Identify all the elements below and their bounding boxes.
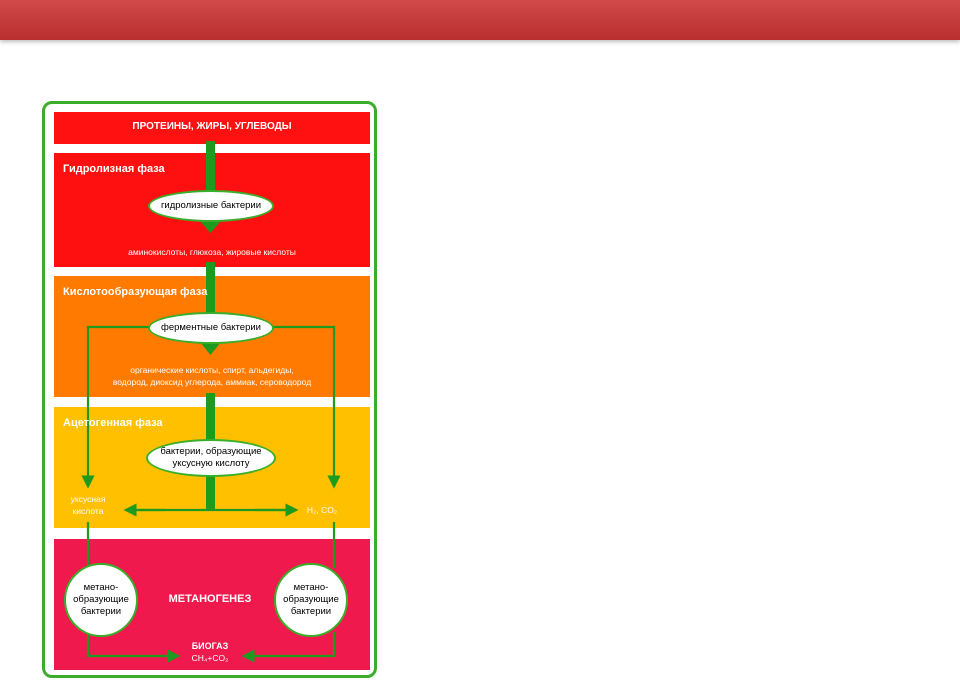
biogas-title: БИОГАЗ bbox=[191, 641, 229, 651]
arrow-head-hydrolysis bbox=[200, 221, 221, 233]
acetogenic-bacteria-line2: уксусную кислоту bbox=[172, 458, 250, 469]
right-methanogen-line3: бактерии bbox=[290, 606, 332, 617]
left-methanogen-line3: бактерии bbox=[80, 606, 122, 617]
acidogenic-products-line1: органические кислоты, спирт, альдегиды, bbox=[130, 365, 294, 375]
right-methanogenic-bacteria-circle: метано- образующие бактерии bbox=[274, 563, 348, 637]
acidogenic-bacteria-oval: ферментные бактерии bbox=[148, 312, 274, 344]
biogas-formula: CH₄+CO₂ bbox=[191, 653, 229, 663]
input-block bbox=[54, 112, 370, 144]
acetogenic-bacteria-line1: бактерии, образующие bbox=[160, 446, 262, 457]
acetic-acid-label: уксусная кислота bbox=[60, 493, 116, 517]
hydrolysis-bacteria-label: гидролизные бактерии bbox=[160, 200, 262, 211]
acetic-acid-line2: кислота bbox=[72, 506, 104, 516]
hydrolysis-products: аминокислоты, глюкоза, жировые кислоты bbox=[128, 247, 296, 257]
right-biogas-line bbox=[241, 632, 336, 663]
left-branch-line bbox=[81, 325, 150, 489]
right-methanogen-line2: образующие bbox=[283, 594, 339, 605]
left-biogas-line bbox=[86, 632, 181, 663]
hydrogen-co2-label: H₂, CO₂ bbox=[306, 505, 338, 515]
left-methanogen-line2: образующие bbox=[73, 594, 129, 605]
acetic-acid-line1: уксусная bbox=[70, 494, 106, 504]
left-methanogenic-bacteria-circle: метано- образующие бактерии bbox=[64, 563, 138, 637]
side-lines bbox=[81, 325, 341, 663]
right-methanogen-line1: метано- bbox=[293, 582, 329, 593]
acetogenic-bacteria-oval: бактерии, образующие уксусную кислоту bbox=[146, 439, 276, 477]
acetogenic-phase-title: Ацетогенная фаза bbox=[63, 417, 163, 429]
header-bar bbox=[0, 0, 960, 40]
acidogenic-bacteria-label: ферментные бактерии bbox=[161, 322, 261, 333]
acidogenic-products: органические кислоты, спирт, альдегиды, … bbox=[54, 364, 370, 388]
acidogenic-products-line2: водород, диоксид углерода, аммиак, серов… bbox=[112, 377, 312, 387]
acidogenic-phase-title: Кислотообразующая фаза bbox=[63, 286, 208, 298]
left-methanogen-line1: метано- bbox=[83, 582, 119, 593]
arrow-head-acidogenic bbox=[200, 342, 221, 355]
hydrolysis-phase-title: Гидролизная фаза bbox=[63, 163, 165, 175]
input-label: ПРОТЕИНЫ, ЖИРЫ, УГЛЕВОДЫ bbox=[132, 121, 292, 132]
methanogenesis-title: МЕТАНОГЕНЕЗ bbox=[168, 593, 252, 605]
hydrolysis-bacteria-oval: гидролизные бактерии bbox=[148, 190, 274, 222]
right-branch-line bbox=[273, 325, 341, 489]
